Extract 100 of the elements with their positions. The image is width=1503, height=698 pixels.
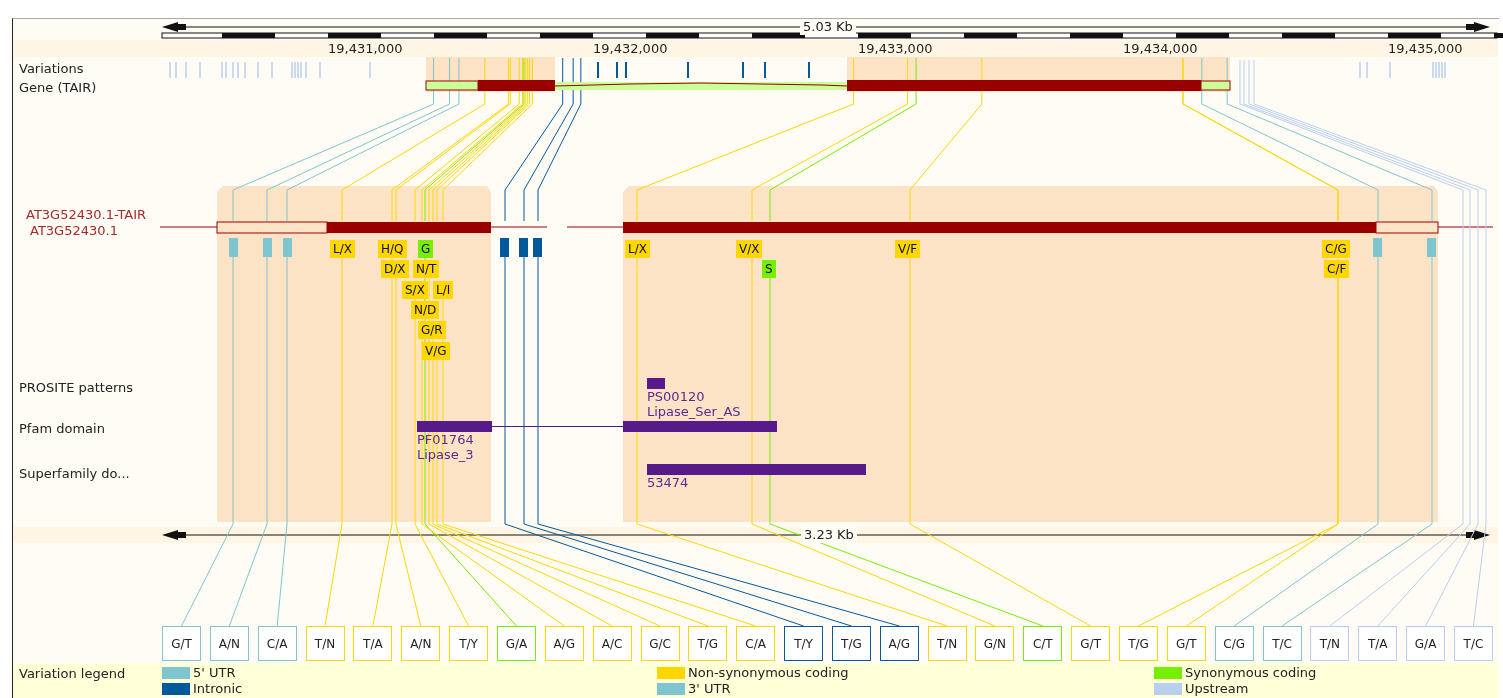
variant-mark: [283, 238, 292, 257]
connector-line: [537, 256, 900, 627]
allele-tag: C/T: [1023, 626, 1063, 661]
track-label: Variations: [19, 61, 84, 77]
connector-line: [769, 277, 1044, 627]
legend-text: 3' UTR: [688, 682, 731, 696]
connector-line: [414, 298, 470, 627]
allele-tag: C/A: [736, 626, 776, 661]
allele-tag: A/N: [209, 626, 249, 661]
allele-tag: T/C: [1453, 626, 1493, 661]
consequence-tag: L/X: [625, 240, 650, 258]
domain-label: PF01764: [417, 432, 474, 447]
coordinate-label: 19,435,000: [1388, 41, 1463, 57]
variant-mark: [263, 238, 272, 257]
legend-text: 5' UTR: [193, 666, 236, 680]
legend-text: Non-synonymous coding: [688, 666, 849, 680]
allele-tag: A/G: [879, 626, 919, 661]
connector-line: [491, 426, 624, 427]
allele-tag: T/Y: [784, 626, 824, 661]
connector-line: [504, 256, 805, 627]
variant-mark: [519, 238, 528, 257]
track-label: Superfamily do...: [19, 466, 130, 482]
legend-text: Synonymous coding: [1185, 666, 1317, 680]
legend-text: Upstream: [1185, 682, 1249, 696]
domain-label: Lipase_3: [417, 447, 474, 462]
consequence-tag: V/X: [736, 240, 763, 258]
consequence-tag: V/G: [422, 342, 450, 360]
coordinate-label: 19,433,000: [858, 41, 933, 57]
scale-label: 5.03 Kb: [800, 19, 856, 35]
consequence-tag: H/Q: [378, 240, 407, 258]
connector-line: [372, 257, 393, 627]
consequence-tag: D/X: [381, 260, 409, 278]
connector-line: [228, 256, 268, 627]
consequence-tag: C/G: [1322, 240, 1350, 258]
allele-tag: T/A: [353, 626, 393, 661]
connector-line: [1329, 199, 1464, 627]
track-label: PROSITE patterns: [19, 380, 134, 396]
allele-tag: T/G: [1119, 626, 1158, 661]
coordinate-label: 19,434,000: [1123, 41, 1198, 57]
variant-mark: [229, 238, 238, 257]
allele-tag: T/G: [688, 626, 728, 661]
variant-mark: [1373, 238, 1382, 257]
allele-tag: G/C: [640, 626, 680, 661]
connector-line: [421, 318, 565, 627]
allele-tag: G/A: [1406, 626, 1446, 661]
consequence-tag: G/R: [418, 321, 446, 339]
connector-line: [523, 256, 852, 627]
variant-mark: [533, 238, 542, 257]
domain-label: 53474: [647, 475, 689, 490]
connector-line: [751, 257, 996, 627]
consequence-tag: S: [762, 260, 776, 278]
connector-line: [1185, 277, 1339, 627]
consequence-tag: N/D: [411, 301, 440, 319]
connector-line: [395, 277, 422, 627]
coordinate-label: 19,432,000: [593, 41, 668, 57]
domain-label: Lipase_Ser_AS: [647, 404, 741, 419]
allele-tag: T/N: [927, 626, 967, 661]
allele-tag: T/N: [305, 626, 345, 661]
consequence-tag: V/F: [895, 240, 921, 258]
consequence-tag: L/X: [330, 240, 355, 258]
allele-tag: T/Y: [449, 626, 489, 661]
connector-line: [909, 257, 1092, 627]
connector-line: [432, 338, 661, 627]
allele-tag: A/N: [401, 626, 441, 661]
connector-line: [1138, 257, 1339, 627]
domain-bar: [623, 421, 777, 432]
scale-label: 3.23 Kb: [801, 527, 857, 543]
allele-tag: G/T: [162, 626, 201, 661]
variant-mark: [500, 238, 509, 257]
allele-tag: A/G: [544, 626, 584, 661]
allele-tag: G/A: [496, 626, 536, 661]
connector-line: [1281, 256, 1433, 627]
allele-tag: T/C: [1262, 626, 1302, 661]
allele-tag: G/T: [1071, 626, 1111, 661]
connector-line: [636, 257, 948, 627]
consequence-tag: S/X: [402, 281, 428, 299]
connector-line: [1425, 199, 1479, 627]
allele-tag: T/A: [1358, 626, 1398, 661]
allele-tag: C/A: [257, 626, 297, 661]
allele-tag: A/C: [592, 626, 632, 661]
connector-line: [1377, 199, 1471, 627]
connector-line: [442, 298, 757, 627]
consequence-tag: N/T: [413, 260, 440, 278]
connector-line: [1472, 199, 1487, 627]
connector-line: [1233, 256, 1379, 627]
legend-text: Intronic: [193, 682, 243, 696]
track-label: Pfam domain: [19, 421, 105, 437]
track-label: Variation legend: [19, 666, 126, 682]
allele-tag: G/T: [1166, 626, 1206, 661]
allele-tag: C/G: [1214, 626, 1254, 661]
consequence-tag: L/I: [433, 281, 454, 299]
transcript-label: AT3G52430.1-TAIR: [26, 207, 147, 223]
allele-tag: G/N: [975, 626, 1015, 661]
connector-line: [436, 359, 709, 627]
allele-tag: T/G: [831, 626, 871, 661]
track-label: Gene (TAIR): [19, 80, 97, 96]
connector-line: [181, 256, 234, 627]
consequence-tag: C/F: [1324, 260, 1350, 278]
transcript-label: AT3G52430.1: [30, 223, 118, 239]
variant-mark: [1427, 238, 1436, 257]
